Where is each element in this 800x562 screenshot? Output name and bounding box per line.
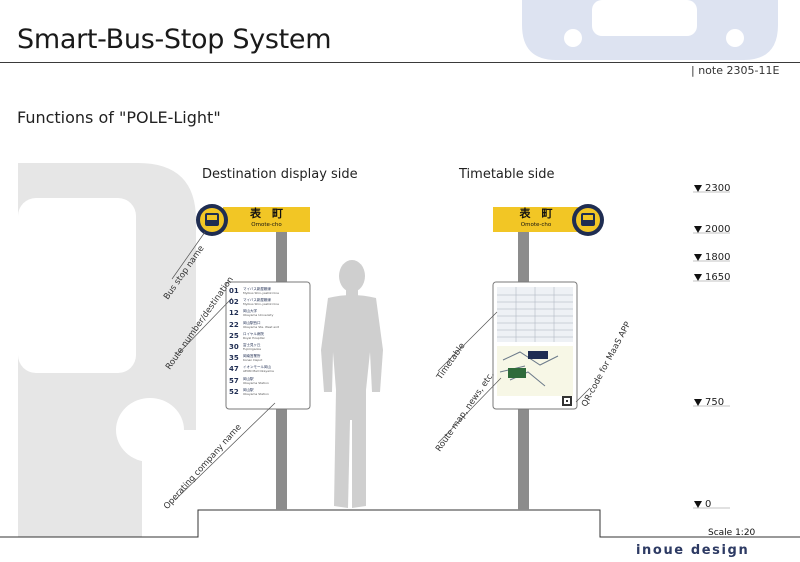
route-destination-en: Okayama Station bbox=[243, 391, 269, 396]
route-destination-en: AEON Mall Okayama bbox=[243, 369, 274, 374]
route-destination-jp: 岡南営業所 bbox=[243, 354, 261, 359]
right-sign-romaji: Omote-cho bbox=[520, 222, 552, 228]
route-destination-jp: 岡山駅 bbox=[243, 387, 254, 392]
route-number: 25 bbox=[229, 331, 239, 340]
route-destination-en: Royal Hospital bbox=[243, 335, 265, 340]
height-label-0: 0 bbox=[705, 499, 712, 510]
route-destination-jp: 岡山駅西口 bbox=[243, 320, 261, 325]
route-number: 57 bbox=[229, 376, 239, 385]
route-destination-jp: ロイヤル病院 bbox=[243, 331, 264, 336]
route-number: 47 bbox=[229, 365, 239, 374]
route-number: 52 bbox=[229, 387, 239, 396]
left-sign-romaji: Omote-cho bbox=[251, 222, 282, 228]
title-divider bbox=[0, 62, 800, 63]
height-triangles bbox=[694, 185, 702, 508]
timetable-board bbox=[492, 281, 578, 410]
route-destination-jp: マイバス新屋敷線 bbox=[243, 287, 271, 291]
route-number: 02 bbox=[229, 298, 239, 307]
route-destination-en: Konan Depot bbox=[243, 358, 263, 363]
height-label-2300: 2300 bbox=[705, 183, 731, 194]
section-subtitle: Functions of "POLE-Light" bbox=[17, 108, 221, 127]
height-label-1650: 1650 bbox=[705, 272, 731, 283]
route-destination-en: Fujimigaoka bbox=[243, 346, 261, 351]
right-sign-plate bbox=[493, 207, 579, 232]
page-title: Smart-Bus-Stop System bbox=[17, 24, 332, 55]
route-destination-jp: 岡山大学 bbox=[243, 309, 257, 314]
left-sign-kanji: 表 町 bbox=[250, 207, 283, 220]
height-label-750: 750 bbox=[705, 397, 725, 408]
route-destination-jp: 富士見ヶ丘 bbox=[243, 342, 261, 347]
route-destination-jp: イオンモール岡山 bbox=[243, 365, 271, 370]
route-number: 30 bbox=[229, 342, 239, 351]
annotation-leaders bbox=[171, 231, 591, 501]
height-markers bbox=[693, 191, 730, 509]
route-number: 01 bbox=[229, 287, 239, 295]
destination-side-heading: Destination display side bbox=[202, 167, 358, 182]
height-label-2000: 2000 bbox=[705, 224, 731, 235]
route-number: 35 bbox=[229, 354, 239, 363]
route-number: 12 bbox=[229, 309, 239, 318]
route-destination-en: Okayama University bbox=[243, 313, 274, 318]
ground-line bbox=[142, 509, 690, 538]
route-destination-en: Myibus Shin-yashiki line bbox=[243, 291, 279, 295]
route-destination-en: Okayama Station bbox=[243, 380, 269, 385]
left-sign-plate bbox=[223, 207, 310, 232]
route-destination-en: Okayama Sta. West exit bbox=[243, 324, 279, 329]
height-label-1800: 1800 bbox=[705, 252, 731, 263]
destination-board bbox=[225, 281, 311, 410]
brand-logo: inoue design bbox=[636, 543, 750, 558]
route-destination-en: Myibus Shin-yashiki line bbox=[243, 302, 279, 307]
right-sign-kanji: 表 町 bbox=[519, 207, 553, 220]
scale-label: Scale 1:20 bbox=[708, 528, 756, 538]
note-number: | note 2305-11E bbox=[691, 64, 780, 77]
bus-silhouette-icon bbox=[18, 163, 196, 537]
route-destination-jp: マイバス新屋敷線 bbox=[243, 298, 271, 303]
timetable-side-heading: Timetable side bbox=[459, 167, 555, 182]
route-number: 22 bbox=[229, 320, 239, 329]
person-silhouette bbox=[321, 260, 383, 508]
route-destination-jp: 岡山駅 bbox=[243, 376, 254, 381]
